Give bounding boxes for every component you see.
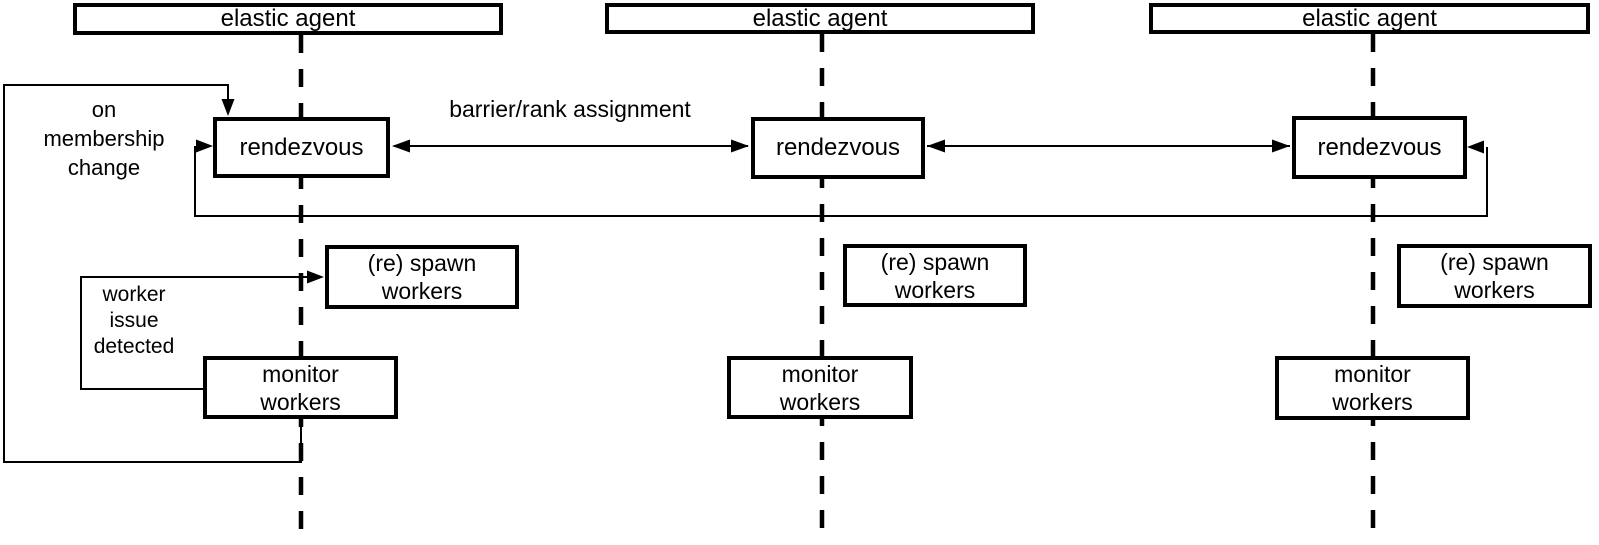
arrowhead-bus-into-rendezvous-1 bbox=[196, 139, 213, 153]
rendezvous-feedback-bus bbox=[194, 139, 1488, 217]
spawn-workers-box-1: (re) spawn workers bbox=[325, 245, 519, 309]
arrowhead-into-rendezvous-top bbox=[221, 99, 235, 116]
worker-issue-detected-label: worker issue detected bbox=[93, 283, 175, 358]
barrier-arrow-2-3 bbox=[927, 139, 1290, 153]
monitor-workers-box-1-label: monitor workers bbox=[260, 360, 341, 415]
barrier-arrow-1-2 bbox=[392, 139, 749, 153]
arrowhead-bus-into-rendezvous-3 bbox=[1467, 140, 1484, 154]
spawn-workers-box-1-label: (re) spawn workers bbox=[367, 250, 477, 304]
agent-title-3: elastic agent bbox=[1149, 3, 1590, 34]
spawn-workers-box-3: (re) spawn workers bbox=[1397, 244, 1592, 308]
arrowhead-into-rendezvous-2-right bbox=[927, 139, 945, 153]
rendezvous-box-2: rendezvous bbox=[751, 117, 925, 179]
monitor-workers-box-2: monitor workers bbox=[727, 356, 913, 419]
rendezvous-box-3: rendezvous bbox=[1292, 116, 1467, 179]
monitor-workers-box-3-label: monitor workers bbox=[1332, 361, 1413, 415]
agent-title-1: elastic agent bbox=[73, 3, 503, 35]
on-membership-change-label: on membership change bbox=[43, 97, 165, 180]
spawn-workers-box-2-label: (re) spawn workers bbox=[880, 248, 990, 303]
arrowhead-into-spawn-workers bbox=[307, 270, 324, 284]
worker-issue-loop bbox=[80, 270, 324, 390]
rendezvous-box-1: rendezvous bbox=[213, 117, 390, 178]
monitor-workers-box-3: monitor workers bbox=[1275, 356, 1470, 420]
arrowhead-into-rendezvous-2-left bbox=[731, 139, 749, 153]
rendezvous-box-3-label: rendezvous bbox=[1317, 133, 1442, 161]
agent-title-3-label: elastic agent bbox=[1302, 4, 1437, 32]
agent-title-2: elastic agent bbox=[605, 3, 1035, 34]
arrowhead-into-rendezvous-3 bbox=[1272, 139, 1290, 153]
spawn-workers-box-3-label: (re) spawn workers bbox=[1440, 249, 1549, 303]
rendezvous-box-2-label: rendezvous bbox=[775, 134, 901, 161]
monitor-workers-box-1: monitor workers bbox=[203, 356, 398, 419]
agent-title-2-label: elastic agent bbox=[752, 4, 888, 32]
spawn-workers-box-2: (re) spawn workers bbox=[843, 244, 1027, 307]
agent-title-1-label: elastic agent bbox=[220, 5, 356, 32]
rendezvous-box-1-label: rendezvous bbox=[239, 133, 364, 161]
barrier-rank-assignment-label: barrier/rank assignment bbox=[449, 96, 691, 122]
monitor-workers-box-2-label: monitor workers bbox=[779, 360, 861, 415]
arrowhead-into-rendezvous-1 bbox=[392, 139, 410, 153]
membership-change-loop bbox=[3, 84, 302, 463]
